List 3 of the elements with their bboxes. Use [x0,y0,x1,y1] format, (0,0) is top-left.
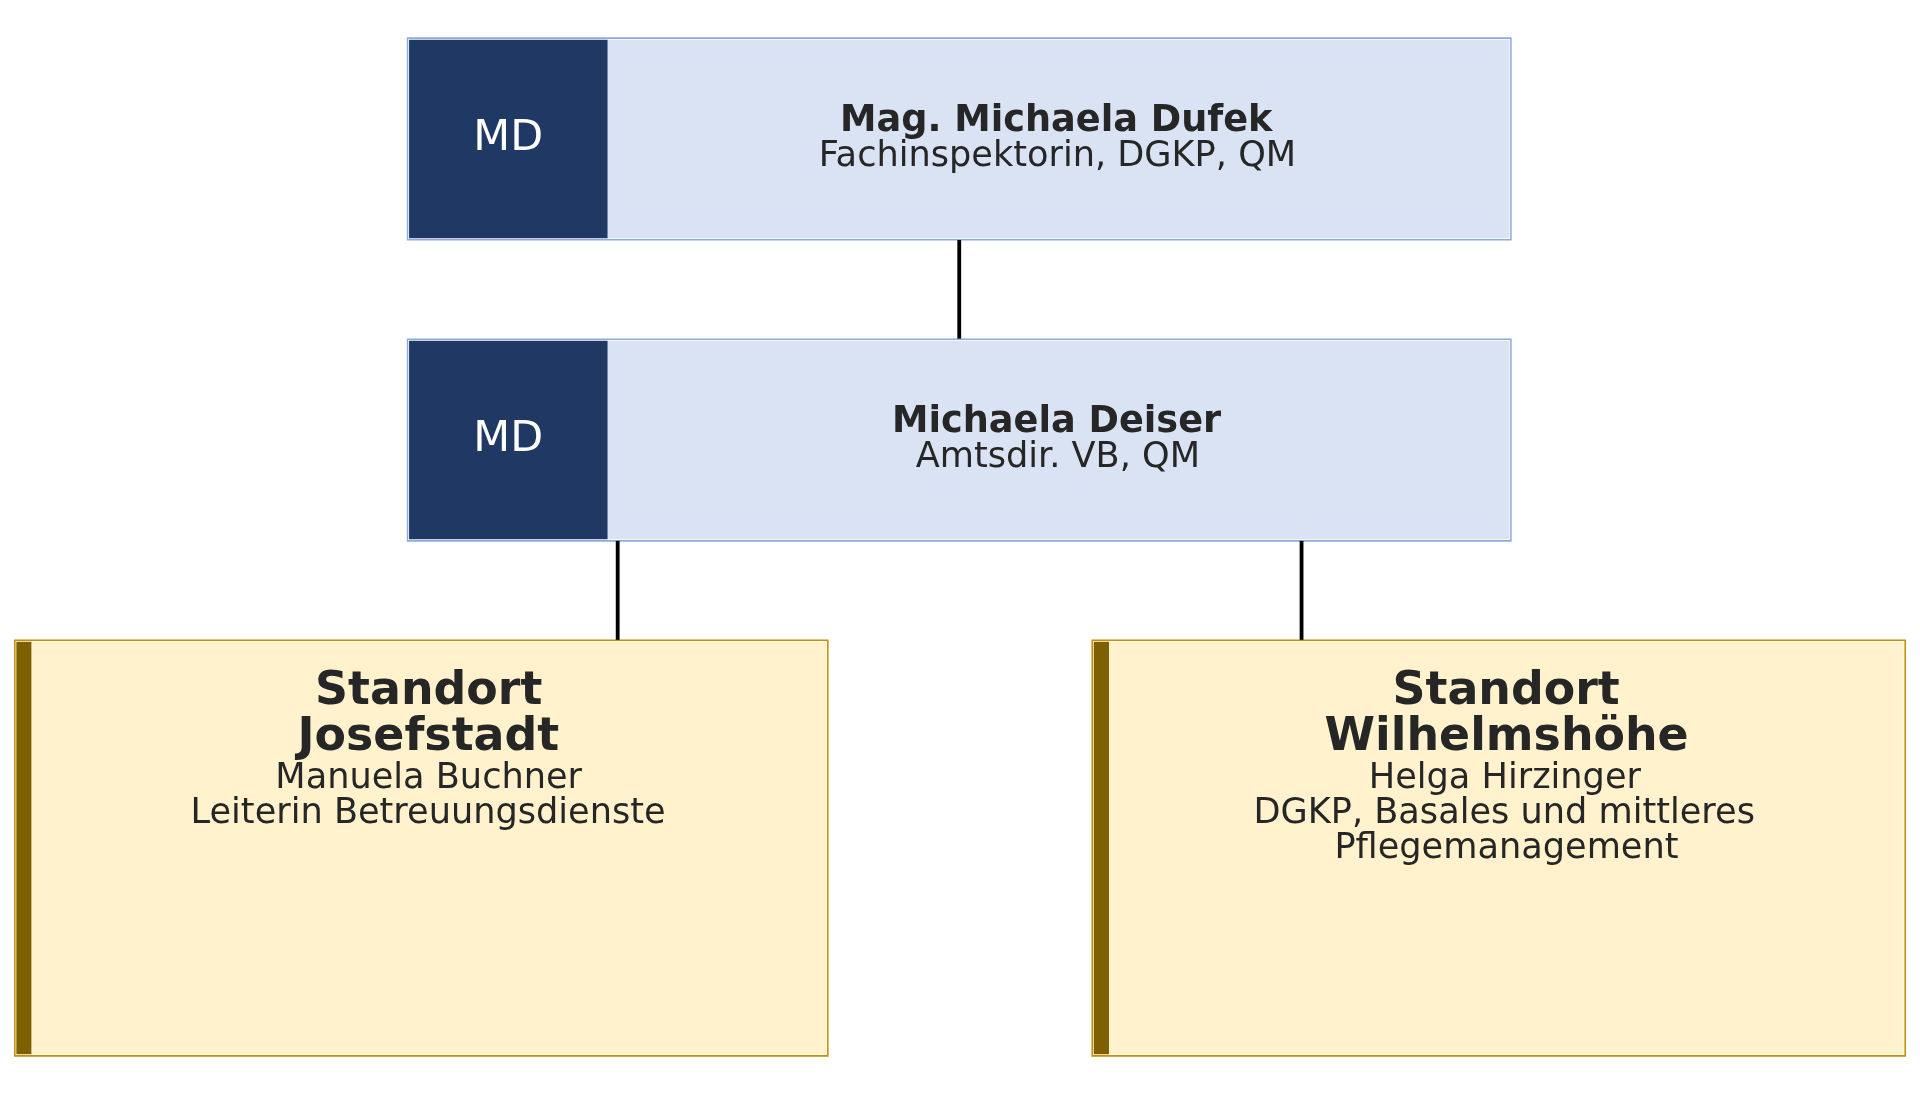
connector [957,239,962,339]
connector [1299,540,1304,640]
connector [615,540,620,640]
